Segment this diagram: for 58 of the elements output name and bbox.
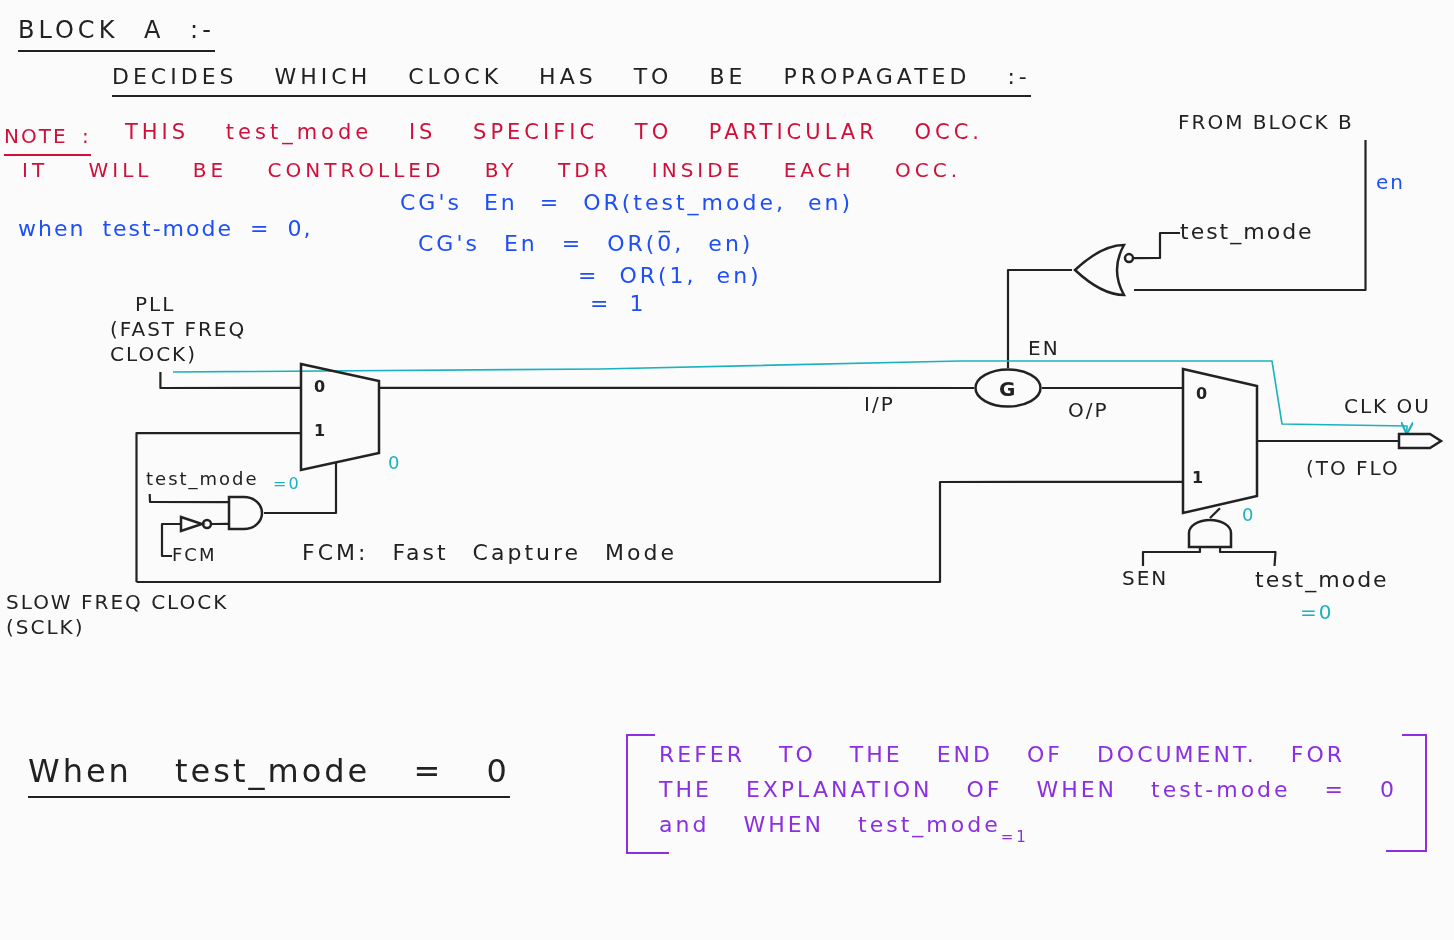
signal-flow-arrow — [172, 360, 1415, 436]
annotation-text: CG's En = OR(0̅, en) — [418, 231, 754, 256]
annotation-text: =0 — [273, 474, 301, 493]
signal-label: (FAST FREQ CLOCK) — [110, 317, 248, 367]
port-label: 1 — [314, 421, 328, 441]
wire — [135, 431, 300, 582]
annotation-text: = 1 — [590, 291, 647, 316]
wire — [1258, 439, 1398, 443]
wire — [159, 372, 300, 390]
signal-value: 0 — [388, 452, 402, 473]
wire — [148, 493, 228, 504]
annotation-text: CG's En = OR(test_mode, en) — [400, 190, 854, 215]
logic-gate — [1072, 243, 1134, 297]
output-port-symbol — [1398, 433, 1442, 449]
logic-gate — [1188, 518, 1232, 548]
signal-label: SEN — [1122, 566, 1192, 594]
wire — [1141, 547, 1202, 566]
wire — [1006, 268, 1072, 368]
signal-label: FCM — [172, 544, 236, 568]
gate-label: G — [999, 377, 1018, 402]
multiplexer — [300, 363, 380, 471]
signal-label: FROM BLOCK B — [1178, 110, 1428, 140]
underlined-heading: NOTE : — [4, 124, 91, 156]
logic-gate — [228, 496, 264, 530]
signal-label: test_mode — [1180, 218, 1360, 248]
underlined-heading: When test_mode = 0 — [28, 752, 510, 798]
note-text: REFER TO THE END OF DOCUMENT. FOR THE EXPLANATION OF WHEN test-mode = 0 and WHEN test_mode$_{=1}$ — [659, 741, 1399, 848]
wire — [1134, 231, 1180, 260]
wire — [136, 480, 1182, 584]
wire — [380, 386, 974, 390]
signal-value: CLK OU — [1344, 394, 1431, 418]
wire — [1134, 140, 1367, 292]
annotation-text: IT WILL BE CONTROLLED BY TDR INSIDE EACH OCC. — [22, 158, 961, 182]
annotation-text: = OR(1, en) — [578, 263, 762, 288]
signal-label: test_mode — [146, 468, 270, 494]
wire — [212, 522, 228, 526]
signal-value: (TO FLO — [1306, 456, 1400, 480]
wire — [1042, 386, 1182, 390]
signal-value: =0 — [1300, 600, 1334, 624]
note-box — [625, 733, 1430, 855]
wire — [264, 462, 338, 515]
inverter-symbol — [180, 516, 212, 532]
annotation-text: FCM: Fast Capture Mode — [302, 540, 677, 565]
underlined-heading: DECIDES WHICH CLOCK HAS TO BE PROPAGATED :- — [112, 64, 1031, 97]
port-label: 0 — [314, 377, 328, 397]
signal-label: PLL — [134, 292, 177, 317]
annotation-text: when test-mode = 0, — [18, 216, 313, 241]
annotation-text: THIS test_mode IS SPECIFIC TO PARTICULAR OCC. — [125, 120, 983, 144]
wire — [160, 522, 180, 558]
wire — [1209, 507, 1221, 519]
port-label: 1 — [1192, 468, 1206, 488]
signal-label: SLOW FREQ CLOCK (SCLK) — [6, 582, 296, 646]
port-label: 0 — [1196, 384, 1210, 404]
signal-label: test_mode — [1255, 566, 1450, 598]
wire — [1218, 547, 1277, 567]
signal-value: 0 — [1242, 504, 1256, 525]
underlined-heading: BLOCK A :- — [18, 16, 215, 52]
clock-gate — [974, 368, 1042, 408]
